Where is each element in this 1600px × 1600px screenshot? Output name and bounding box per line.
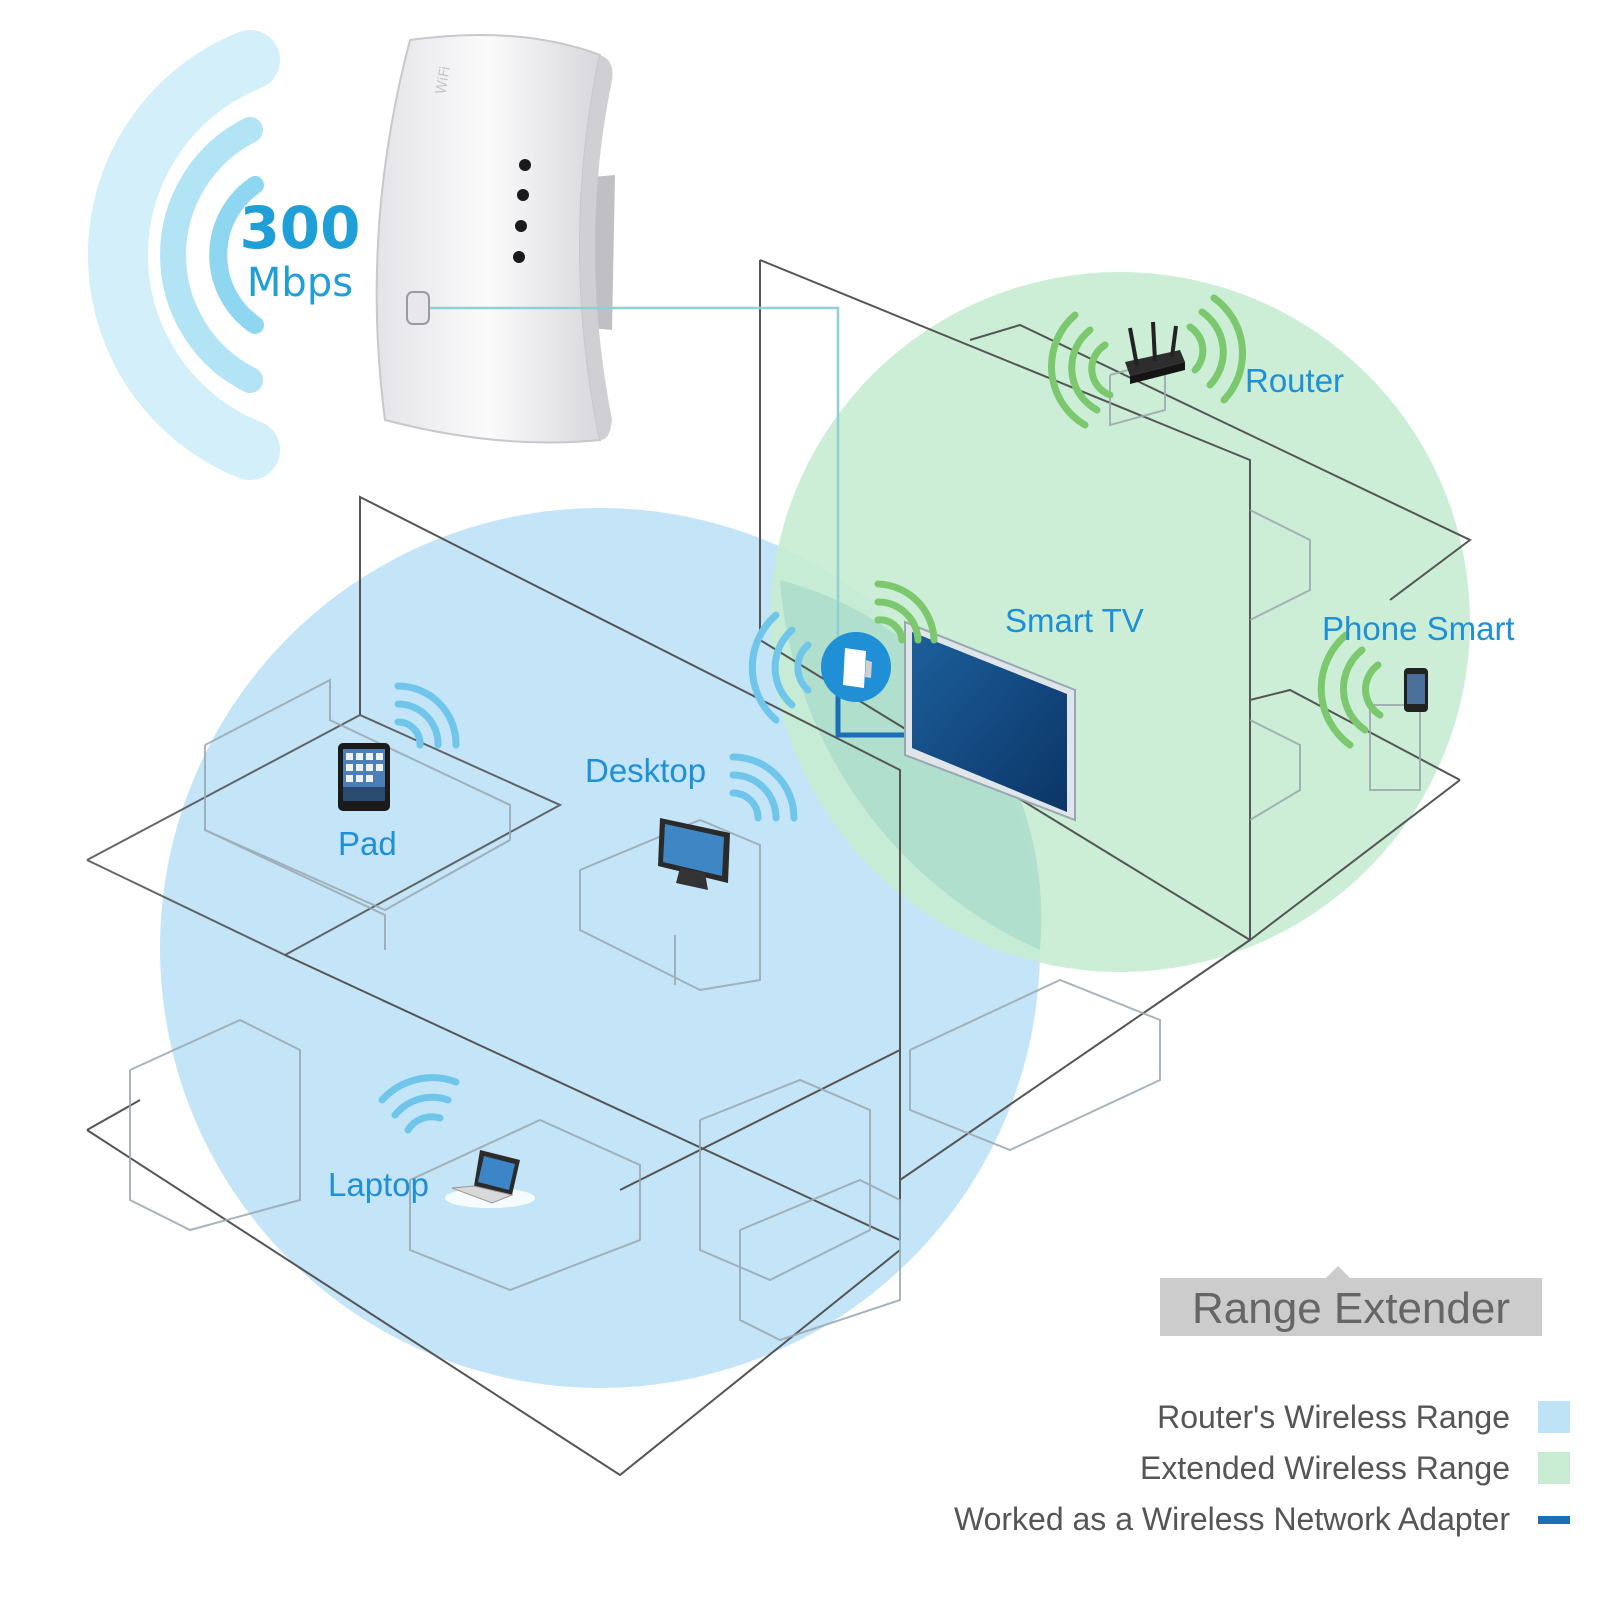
- speed-value: 300: [239, 194, 360, 262]
- phone-label: Phone Smart: [1322, 610, 1515, 647]
- laptop-label: Laptop: [328, 1166, 429, 1203]
- speed-unit: Mbps: [247, 260, 353, 306]
- title-box: Range Extender: [1160, 1266, 1542, 1336]
- tablet-icon: [338, 743, 390, 811]
- router-icon: [1125, 321, 1185, 384]
- connection-line: [430, 306, 840, 665]
- furniture-sketch: [129, 358, 1421, 1342]
- legend-adapter-label: Worked as a Wireless Network Adapter: [954, 1501, 1510, 1537]
- svg-text:WiFi: WiFi: [433, 65, 454, 96]
- smartphone-icon: [1404, 668, 1428, 712]
- range-extender-device-icon: WiFi: [375, 34, 615, 444]
- legend-extended-range-label: Extended Wireless Range: [1140, 1450, 1510, 1486]
- legend: Router's Wireless Range Extended Wireles…: [954, 1399, 1570, 1537]
- legend-router-range-label: Router's Wireless Range: [1157, 1399, 1510, 1435]
- legend-extended-range-swatch: [1538, 1452, 1570, 1484]
- router-label: Router: [1245, 362, 1344, 399]
- desktop-label: Desktop: [585, 752, 706, 789]
- extender-badge-icon: [821, 632, 891, 702]
- legend-adapter-swatch: [1538, 1516, 1570, 1524]
- pad-label: Pad: [338, 825, 397, 862]
- smart-tv-label: Smart TV: [1005, 602, 1144, 639]
- monitor-icon: [658, 818, 730, 890]
- wifi-signal-icon: [378, 294, 1384, 1134]
- laptop-icon: [445, 1150, 535, 1208]
- tv-icon: [904, 620, 1076, 822]
- legend-router-range-swatch: [1538, 1401, 1570, 1433]
- speed-signal-halo: [87, 30, 280, 480]
- title-text: Range Extender: [1192, 1284, 1510, 1333]
